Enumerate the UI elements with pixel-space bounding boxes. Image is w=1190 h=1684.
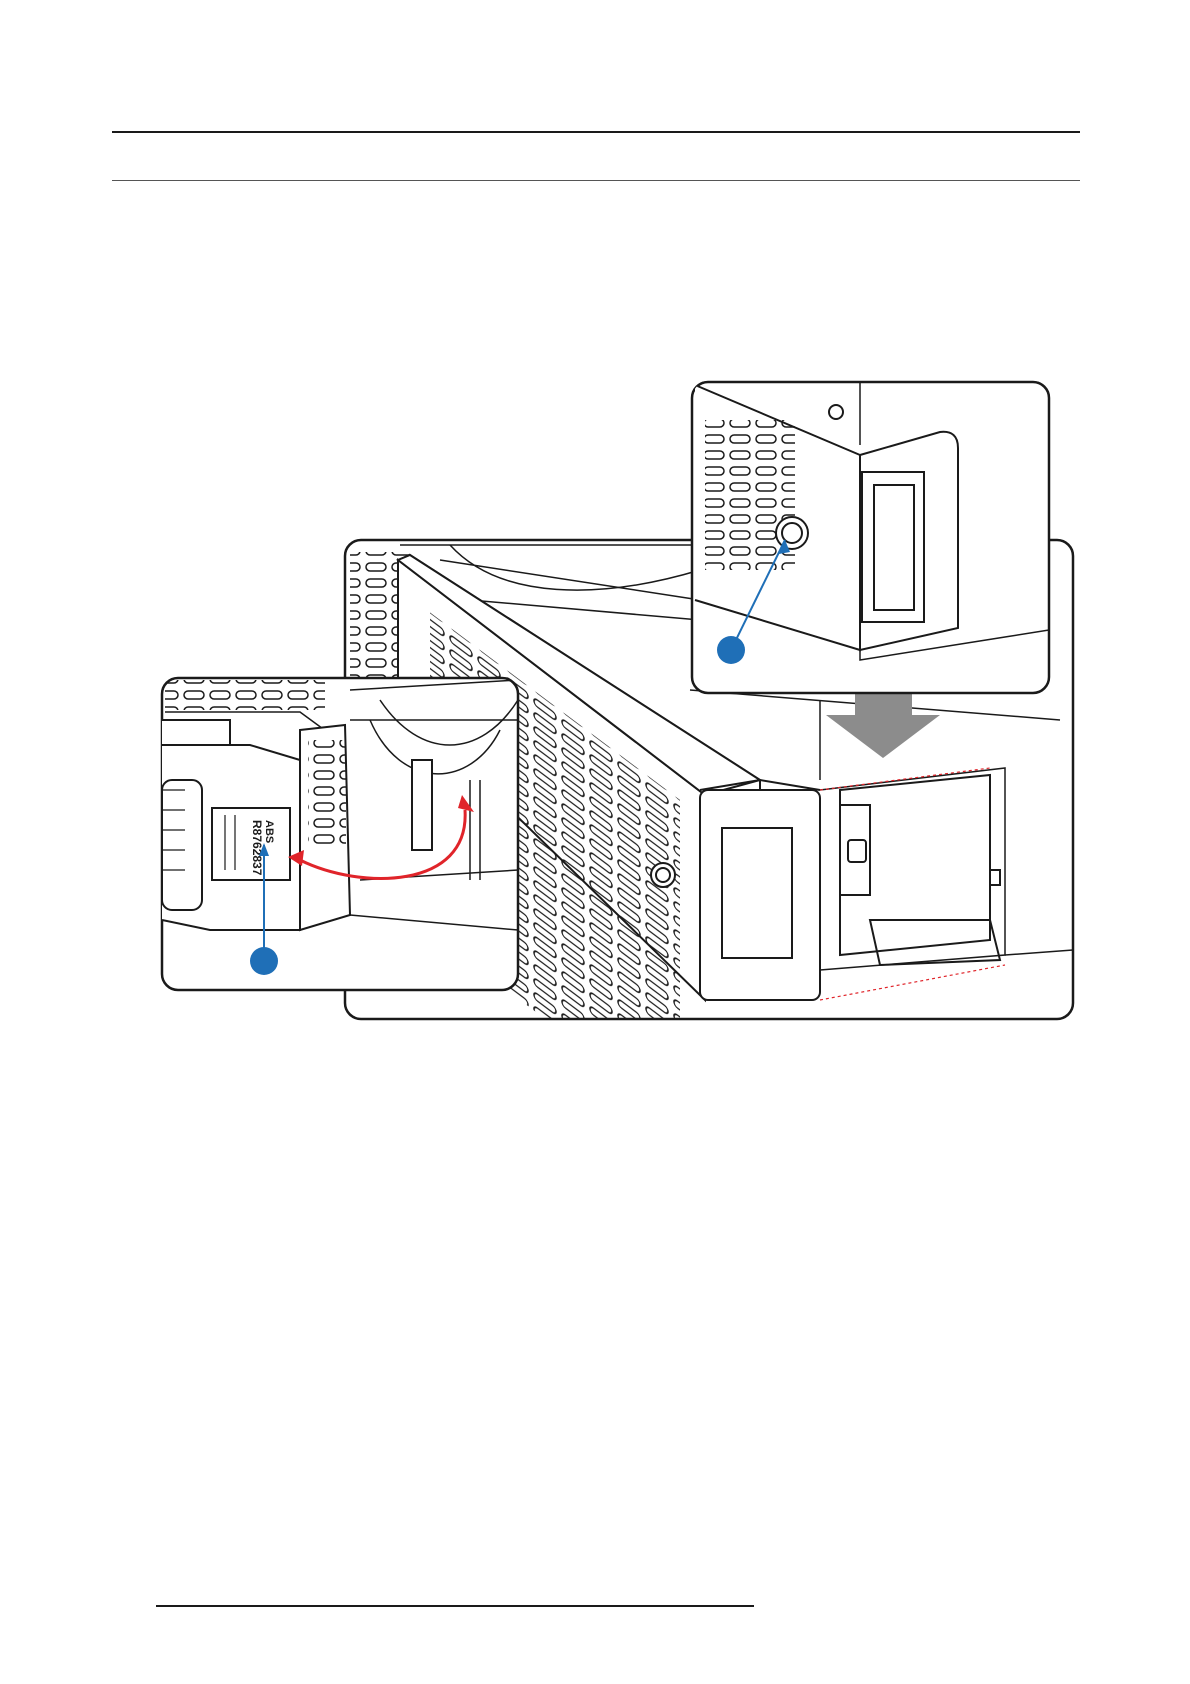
material-label: ABS (263, 820, 275, 843)
part-number-label: R8762837 (250, 820, 264, 876)
callout-marker-2 (250, 947, 278, 975)
callout-marker-1 (717, 636, 745, 664)
footer-rule (156, 1605, 754, 1607)
left-inset-view: R8762837 ABS (162, 678, 518, 990)
top-inset-view (692, 382, 1049, 693)
